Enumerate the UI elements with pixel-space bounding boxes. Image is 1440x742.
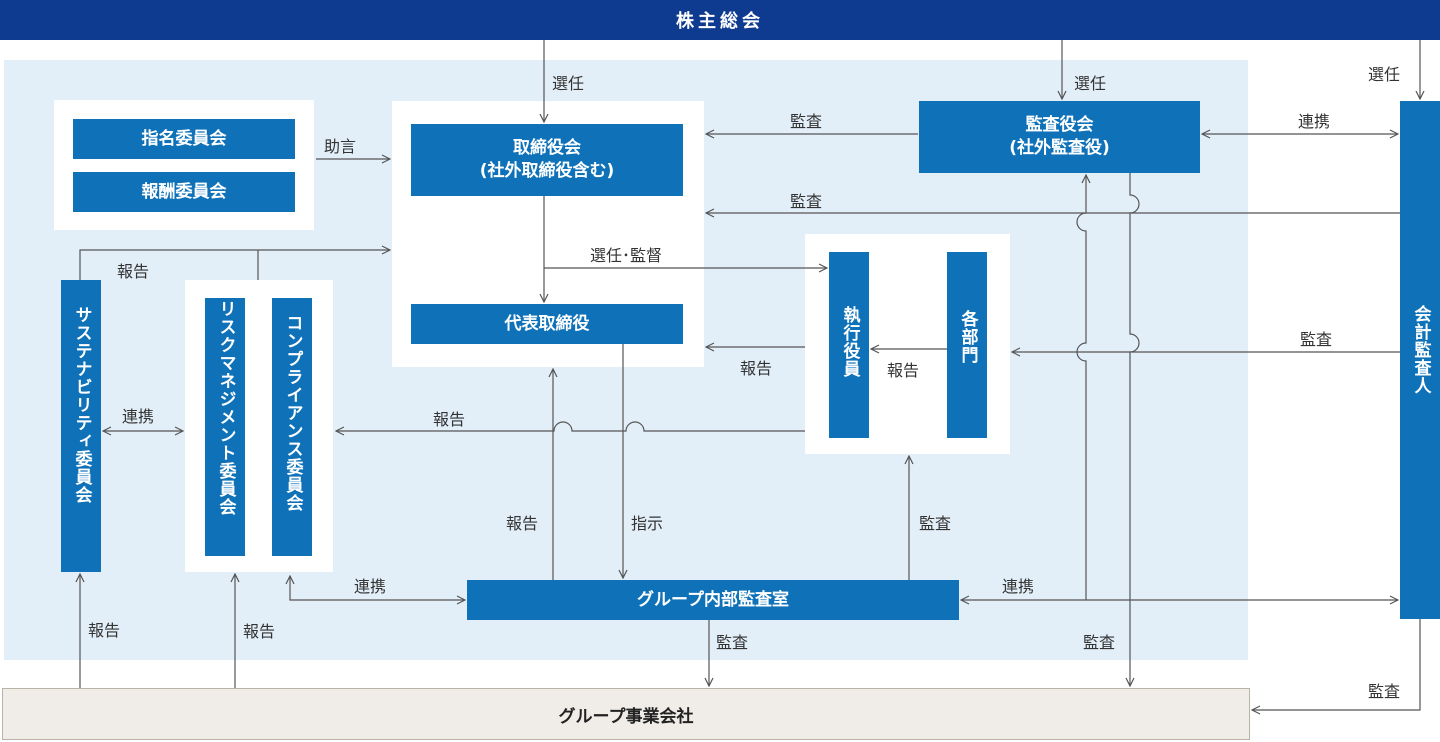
label-report-compliance: 報告 [433,410,466,429]
label-report-dept-exec: 報告 [887,361,920,380]
audit-board-up-line [1076,175,1086,600]
sustainability-committee: サステナビリティ委員会 [61,280,101,572]
representative-director: 代表取締役 [411,304,683,344]
label-coop-internal-auditor: 連携 [1002,577,1035,596]
label-report-sustainability: 報告 [117,262,150,281]
nomination-committee: 指名委員会 [73,119,295,159]
label-instruction: 指示 [631,514,664,533]
audit-board-down-line [1130,173,1140,686]
label-audit-auditor-group: 監査 [1368,682,1401,701]
label-audit-internal-group: 監査 [716,633,749,652]
label-report-exec-president: 報告 [740,359,773,378]
coop-compliance-internal-line [290,576,465,600]
label-auditor-to-board: 監査 [790,192,823,211]
group-companies: グループ事業会社 [2,688,1250,740]
compliance-report-line [336,421,805,431]
accounting-auditor: 会計監査人 [1400,101,1440,619]
label-report-internal-president: 報告 [506,514,539,533]
label-advice: 助言 [324,137,357,156]
label-elect-auditor: 選任 [1368,65,1401,84]
audit-and-supervisory-board: 監査役会 (社外監査役) [919,101,1200,173]
label-coop-sustain-risk: 連携 [122,407,155,426]
label-elect-audit: 選任 [1074,74,1107,93]
executive-officers: 執行役員 [829,252,869,438]
compliance-committee: コンプライアンス委員会 [272,298,312,556]
label-report-group-sustain: 報告 [88,621,121,640]
shareholders-meeting: 株主総会 [0,0,1440,40]
board-of-directors: 取締役会 (社外取締役含む) [411,124,683,196]
label-audit-board-group: 監査 [1083,633,1116,652]
risk-management-committee: リスクマネジメント委員会 [205,298,245,556]
label-elect-supervise: 選任･監督 [590,246,663,265]
label-report-group-risk: 報告 [243,622,276,641]
group-internal-audit-office: グループ内部監査室 [467,580,959,620]
auditor-group-line [1252,619,1421,710]
label-coop-compliance-internal: 連携 [354,577,387,596]
label-auditor-depts: 監査 [1300,330,1333,349]
compensation-committee: 報酬委員会 [73,172,295,212]
label-coop-audit-auditor: 連携 [1298,112,1331,131]
label-audit-internal-exec: 監査 [919,514,952,533]
departments: 各部門 [947,252,987,438]
label-audit-board-to-board: 監査 [790,112,823,131]
label-elect-board: 選任 [552,74,585,93]
sustain-report-line [79,250,390,280]
